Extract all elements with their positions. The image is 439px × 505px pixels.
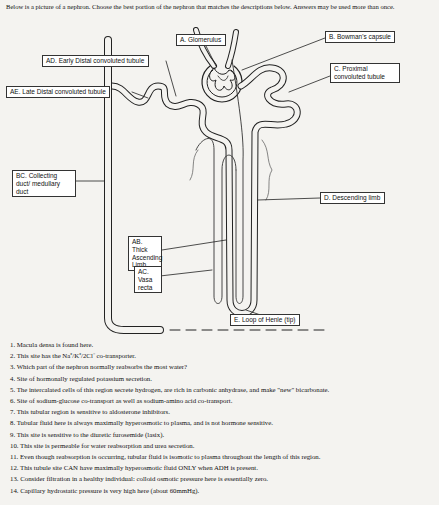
part-label: AB. Thick Ascending Limb	[132, 238, 158, 269]
part-label: C. Proximal convoluted tubule	[334, 65, 396, 81]
question: 4. Site of hormonally regulated potassiu…	[10, 375, 152, 382]
part-label: AD. Early Distal convoluted tubule	[46, 57, 145, 65]
question: 3. Which part of the nephron normally re…	[10, 363, 187, 370]
question: 14. Capillary hydrostatic pressure is ve…	[10, 487, 199, 494]
part-label: B. Bowman's capsule	[329, 33, 391, 41]
part-label: BC. Collecting duct/ medullary duct	[16, 172, 72, 195]
part-label: D. Descending limb	[324, 194, 381, 202]
part-label-box: BC. Collecting duct/ medullary duct	[12, 170, 76, 197]
question: 7. This tubular region is sensitive to a…	[10, 408, 170, 415]
part-label-box: B. Bowman's capsule	[325, 31, 395, 43]
question: 12. This tubule site CAN have maximally …	[10, 464, 258, 471]
question: 2. This site has the Na⁺/K⁺/2Cl⁻ co-tran…	[10, 352, 136, 359]
part-label-box: D. Descending limb	[320, 192, 385, 204]
instructions: Below is a picture of a nephron. Choose …	[6, 3, 430, 11]
part-label: AC. Vasa recta	[138, 268, 158, 291]
question: 6. Site of sodium-glucose co-transport a…	[10, 397, 232, 404]
part-label-box: AE. Late Distal convoluted tubule	[6, 86, 110, 98]
part-label: AE. Late Distal convoluted tubule	[10, 88, 106, 96]
question: 10. This site is permeable for water rea…	[10, 442, 194, 449]
part-label-box: A. Glomerulus	[176, 34, 226, 46]
question: 11. Even though reabsorption is occurrin…	[10, 453, 320, 460]
part-label-box: AD. Early Distal convoluted tubule	[42, 55, 149, 67]
question: 9. This site is sensitive to the diureti…	[10, 431, 164, 438]
part-label-box: E. Loop of Henle (tip)	[230, 314, 300, 326]
part-label: A. Glomerulus	[180, 36, 222, 44]
part-label: E. Loop of Henle (tip)	[234, 316, 296, 324]
part-label-box: C. Proximal convoluted tubule	[330, 63, 400, 83]
question: 13. Consider filtration in a healthy ind…	[10, 475, 268, 482]
question: 1. Macula densa is found here.	[10, 341, 93, 348]
question: 5. The intercalated cells of this region…	[10, 386, 329, 393]
question: 8. Tubular fluid here is always maximall…	[10, 419, 273, 426]
part-label-box: AC. Vasa recta	[134, 266, 162, 293]
